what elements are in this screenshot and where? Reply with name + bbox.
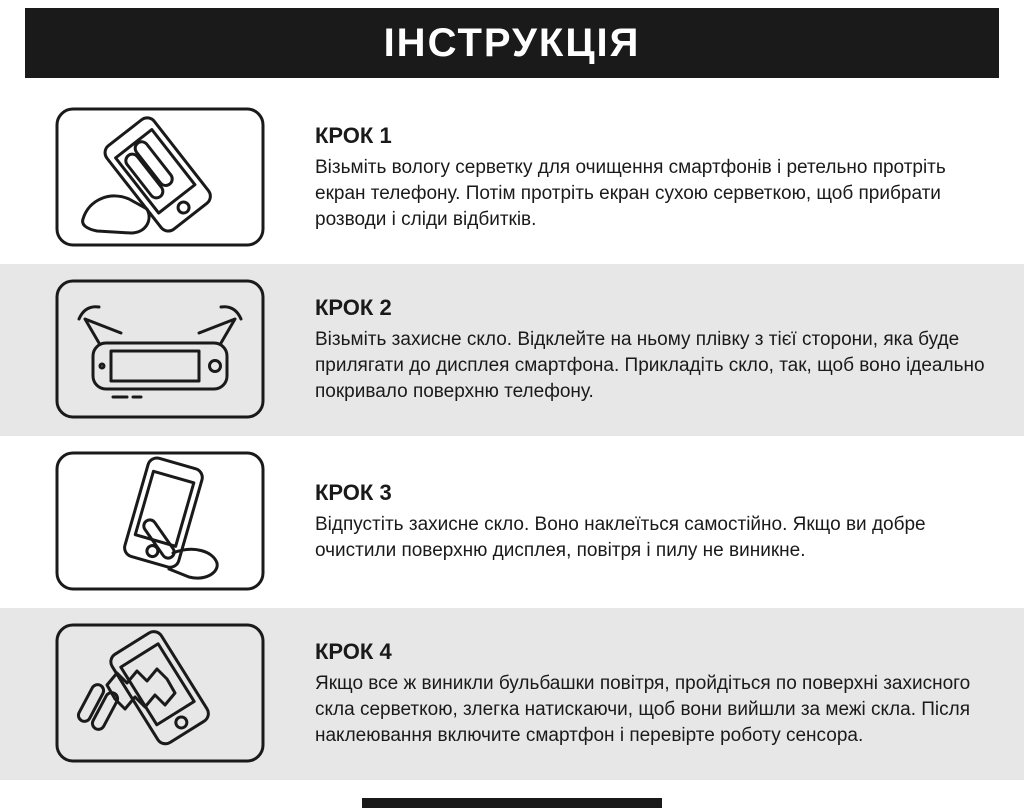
step-2-illustration bbox=[55, 279, 267, 421]
step-4-illustration bbox=[55, 623, 267, 765]
step-2-label: КРОК 2 bbox=[315, 294, 392, 320]
step-row-3: КРОК 3 Відпустіть захисне скло. Воно нак… bbox=[0, 436, 1024, 608]
step-1-body: Візьміть вологу серветку для очищення см… bbox=[315, 156, 946, 231]
step-3-text-block: КРОК 3 Відпустіть захисне скло. Воно нак… bbox=[315, 480, 994, 564]
page-header: ІНСТРУКЦІЯ bbox=[25, 8, 999, 78]
finger-pressing-phone-icon bbox=[55, 451, 265, 591]
step-1-illustration bbox=[55, 107, 267, 249]
step-row-2: КРОК 2 Візьміть захисне скло. Відклейте … bbox=[0, 264, 1024, 436]
peeling-film-from-glass-icon bbox=[55, 279, 265, 419]
step-row-4: КРОК 4 Якщо все ж виникли бульбашки пові… bbox=[0, 608, 1024, 780]
page-title: ІНСТРУКЦІЯ bbox=[383, 20, 641, 65]
step-3-illustration bbox=[55, 451, 267, 593]
step-1-label: КРОК 1 bbox=[315, 122, 392, 148]
step-2-text-block: КРОК 2 Візьміть захисне скло. Відклейте … bbox=[315, 295, 994, 406]
step-4-text-block: КРОК 4 Якщо все ж виникли бульбашки пові… bbox=[315, 639, 994, 750]
step-4-body: Якщо все ж виникли бульбашки повітря, пр… bbox=[315, 672, 971, 747]
step-2-body: Візьміть захисне скло. Відклейте на ньом… bbox=[315, 328, 985, 403]
step-3-label: КРОК 3 bbox=[315, 479, 392, 505]
step-4-label: КРОК 4 bbox=[315, 638, 392, 664]
step-row-1: КРОК 1 Візьміть вологу серветку для очищ… bbox=[0, 92, 1024, 264]
cloth-smoothing-phone-icon bbox=[55, 623, 265, 763]
hand-wiping-phone-icon bbox=[55, 107, 265, 247]
step-1-text-block: КРОК 1 Візьміть вологу серветку для очищ… bbox=[315, 123, 994, 234]
step-3-body: Відпустіть захисне скло. Воно наклеїться… bbox=[315, 513, 926, 561]
